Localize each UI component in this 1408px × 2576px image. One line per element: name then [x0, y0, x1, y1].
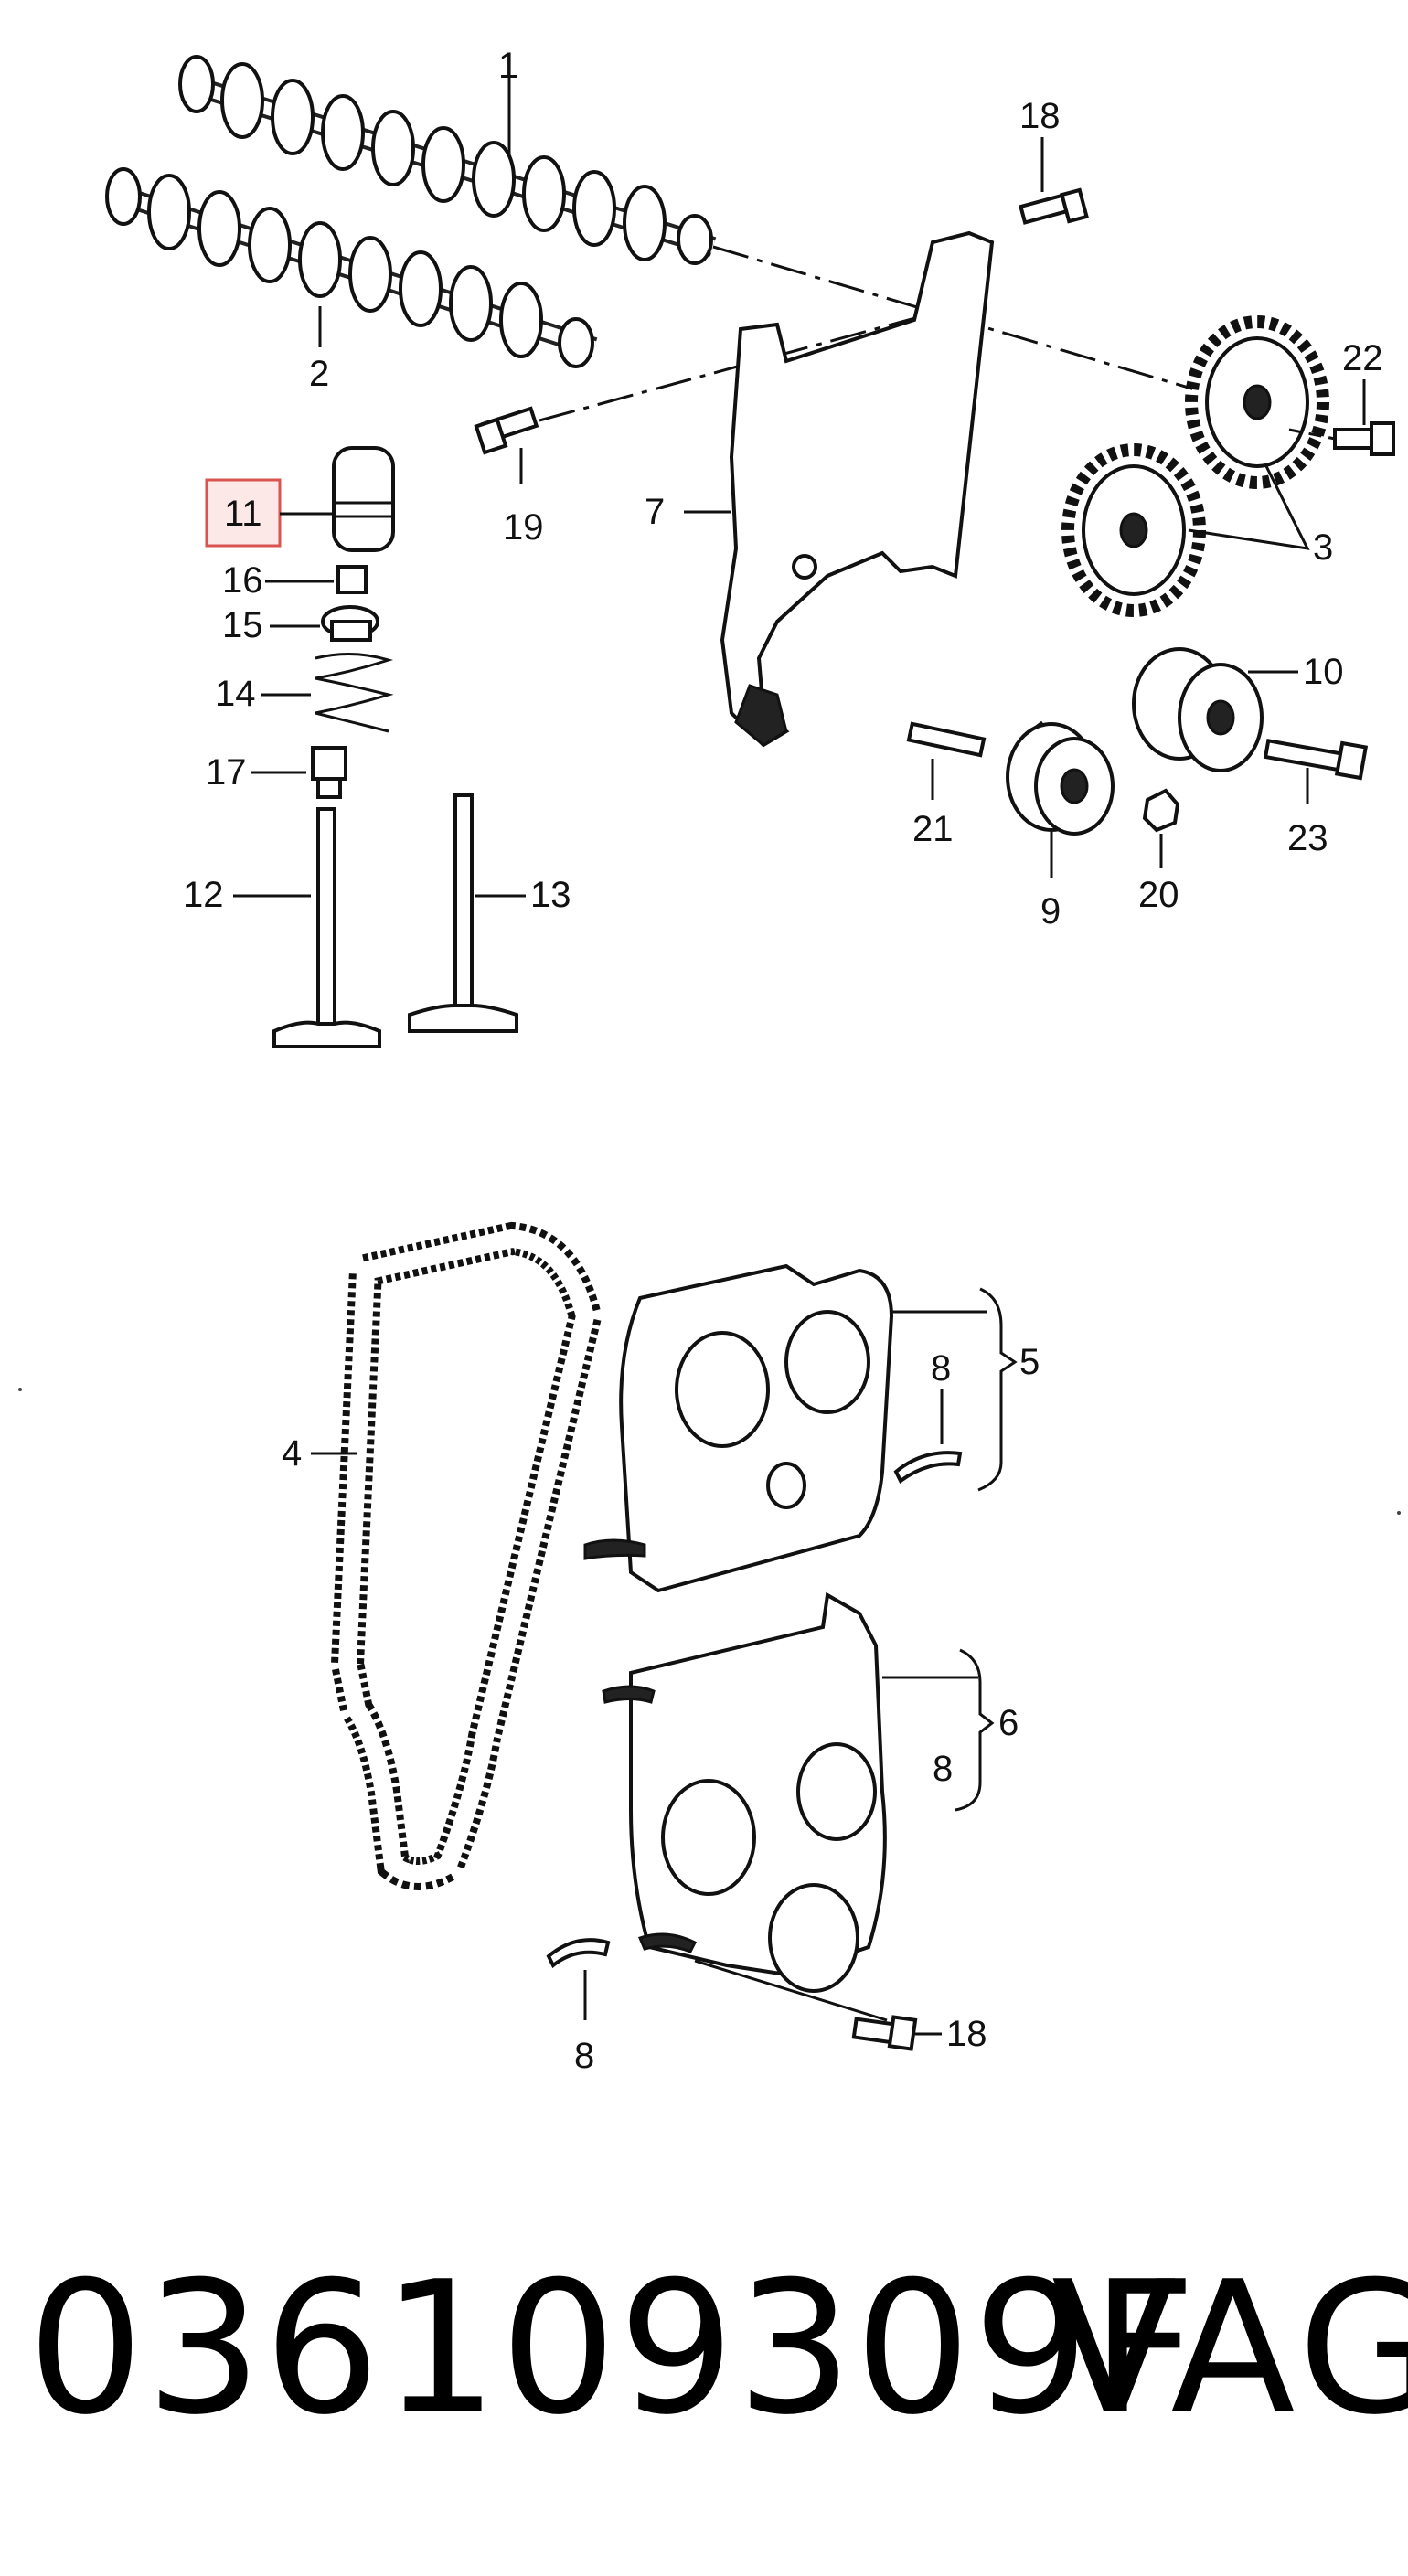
- hydraulic-lifter-11: [332, 446, 395, 552]
- callout-22: 22: [1342, 338, 1383, 378]
- callout-8-upper: 8: [931, 1348, 951, 1389]
- bolt-23: [1263, 739, 1369, 781]
- idler-pulley-9: [1006, 720, 1115, 836]
- callout-11-highlight: [205, 478, 282, 548]
- brand-name: VAG: [1051, 2242, 1408, 2455]
- callout-4: 4: [282, 1433, 302, 1474]
- upper-timing-cover-5: [583, 1263, 894, 1593]
- part-number: 036109309F: [27, 2242, 1199, 2455]
- inlet-valve-12: [272, 807, 381, 1048]
- lower-timing-cover-6: [602, 1591, 888, 2022]
- callout-19: 19: [503, 507, 544, 548]
- callout-1: 1: [498, 46, 518, 86]
- callout-13: 13: [530, 875, 571, 915]
- bolt-19: [474, 406, 539, 455]
- exhaust-valve-13: [408, 793, 518, 1033]
- clip-8-upper: [893, 1451, 963, 1485]
- spring-retainer-15: [321, 605, 379, 642]
- bolt-18-top: [1018, 187, 1089, 225]
- callout-15: 15: [222, 605, 263, 645]
- stud-21: [906, 721, 987, 758]
- callout-3: 3: [1313, 527, 1333, 568]
- callout-6: 6: [998, 1703, 1019, 1743]
- bolt-18-bottom: [851, 2015, 918, 2051]
- tensioner-pulley-10: [1132, 647, 1264, 772]
- callout-11-label: 11: [224, 494, 262, 534]
- timing-belt-4: [330, 1221, 603, 1890]
- callout-5: 5: [1019, 1342, 1040, 1382]
- camshaft-lower: [105, 167, 598, 368]
- callout-18-bottom: 18: [946, 2014, 987, 2054]
- callout-2: 2: [309, 354, 329, 394]
- valve-stem-seal-17: [311, 746, 347, 799]
- callout-7: 7: [645, 492, 665, 532]
- callout-17: 17: [206, 752, 247, 793]
- rear-timing-cover: [720, 230, 995, 748]
- callout-8-lower: 8: [574, 2036, 594, 2076]
- valve-collets-16: [336, 565, 368, 594]
- callout-14: 14: [215, 674, 256, 714]
- camshaft-upper: [178, 55, 717, 265]
- bolt-22: [1333, 421, 1395, 456]
- callout-10: 10: [1303, 652, 1344, 692]
- nut-20: [1142, 788, 1180, 833]
- valve-spring-14: [315, 653, 394, 733]
- exploded-parts-diagram: 1 2 18 7: [18, 46, 1401, 2076]
- callout-20-label: 20: [1138, 875, 1179, 915]
- callout-8-side: 8: [933, 1749, 953, 1789]
- callout-12: 12: [183, 875, 224, 915]
- callout-9: 9: [1040, 891, 1061, 931]
- callout-23: 23: [1287, 818, 1328, 858]
- camshaft-sprocket-upper: [1185, 315, 1329, 489]
- clip-8-lower: [546, 1938, 611, 1969]
- callout-16: 16: [222, 560, 263, 601]
- callout-21: 21: [912, 809, 954, 849]
- camshaft-sprocket-lower: [1061, 443, 1206, 617]
- callout-18-top: 18: [1019, 96, 1061, 136]
